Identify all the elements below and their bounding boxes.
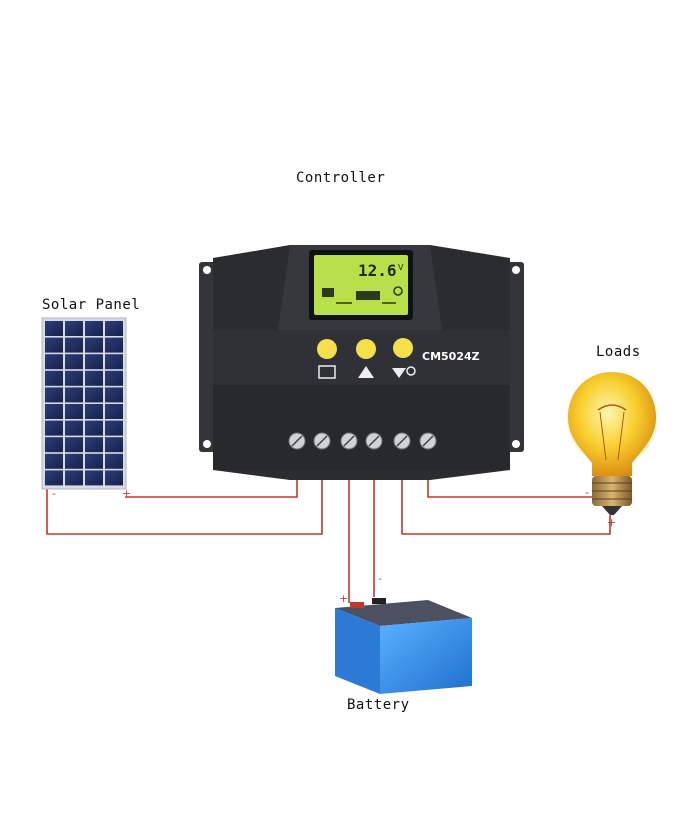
- solar-negative-wire: [46, 478, 323, 535]
- mount-hole: [512, 440, 520, 448]
- solar-cell: [105, 321, 123, 336]
- solar-cell: [65, 354, 83, 370]
- battery-positive-terminal: [350, 602, 364, 608]
- solar-cell: [85, 437, 103, 453]
- solar-cell: [45, 370, 63, 386]
- solar-cell: [45, 420, 63, 436]
- center-button[interactable]: [356, 339, 376, 359]
- solar-cell: [85, 470, 103, 486]
- solar-cell: [85, 404, 103, 419]
- battery-negative-sign: -: [378, 572, 382, 585]
- lcd-voltage: 12.6: [358, 261, 397, 280]
- model-number: CM5024Z: [422, 350, 480, 363]
- loads-label: Loads: [596, 344, 641, 360]
- solar-cell: [65, 321, 83, 336]
- terminal-slot: [396, 435, 408, 447]
- solar-cell: [85, 420, 103, 436]
- battery: [335, 598, 472, 694]
- solar-positive-sign: +: [122, 487, 131, 500]
- solar-cell: [65, 470, 83, 486]
- solar-cell: [105, 420, 123, 436]
- terminal-slot: [368, 435, 380, 447]
- solar-positive-wire: [125, 478, 298, 498]
- solar-cell: [65, 387, 83, 403]
- solar-cell: [105, 354, 123, 370]
- battery-negative-terminal: [372, 598, 386, 604]
- solar-cell: [45, 470, 63, 486]
- solar-cell: [105, 470, 123, 486]
- mode-icon: [318, 365, 336, 379]
- light-bulb: [567, 372, 657, 515]
- load-negative-wire: [427, 478, 596, 498]
- solar-cell: [65, 370, 83, 386]
- battery-top: [335, 600, 472, 626]
- lcd-unit: V: [398, 263, 404, 272]
- load-positive-sign: +: [607, 516, 616, 529]
- mount-hole: [203, 266, 211, 274]
- up-icon: [358, 366, 374, 378]
- solar-cell: [105, 404, 123, 419]
- terminal-slot: [422, 435, 434, 447]
- lcd-bulb-icon: [393, 286, 403, 296]
- solar-cell: [105, 337, 123, 353]
- solar-cell: [65, 420, 83, 436]
- bulb-base-threads: [592, 482, 632, 500]
- solar-cell: [85, 370, 103, 386]
- terminal-panel: [213, 385, 510, 470]
- solar-cell: [65, 437, 83, 453]
- lcd-solar-icon: [322, 288, 334, 297]
- solar-cell: [85, 321, 103, 336]
- solar-cell: [105, 370, 123, 386]
- solar-cell: [85, 354, 103, 370]
- load-positive-wire: [401, 478, 611, 535]
- load-negative-sign: -: [585, 486, 589, 499]
- terminal-slot: [343, 435, 355, 447]
- terminal-block: [288, 432, 437, 450]
- solar-cell: [45, 337, 63, 353]
- solar-cell: [45, 453, 63, 469]
- solar-cell: [45, 437, 63, 453]
- battery-positive-sign: +: [339, 592, 348, 605]
- solar-cell: [85, 337, 103, 353]
- terminal-slot: [316, 435, 328, 447]
- right-button[interactable]: [393, 338, 413, 358]
- load-switch-icon: [392, 368, 406, 378]
- mount-hole: [203, 440, 211, 448]
- solar-cell: [45, 354, 63, 370]
- solar-cell: [45, 387, 63, 403]
- solar-panel: [41, 317, 127, 490]
- battery-front: [380, 618, 472, 694]
- solar-cell: [105, 437, 123, 453]
- solar-cell: [65, 337, 83, 353]
- terminal-slot: [291, 435, 303, 447]
- solar-panel-label: Solar Panel: [42, 297, 141, 313]
- solar-cell: [45, 321, 63, 336]
- solar-cell: [105, 387, 123, 403]
- solar-negative-sign: -: [52, 487, 56, 500]
- solar-cell: [85, 453, 103, 469]
- solar-cell: [65, 453, 83, 469]
- solar-cell: [85, 387, 103, 403]
- controller-label: Controller: [296, 170, 386, 186]
- solar-cells: [45, 321, 123, 486]
- bulb-contact: [602, 506, 622, 515]
- left-button[interactable]: [317, 339, 337, 359]
- bulb-filament-support: [599, 411, 625, 461]
- wires: [46, 478, 611, 603]
- solar-cell: [105, 453, 123, 469]
- mount-hole: [512, 266, 520, 274]
- lcd-battery-icon: [356, 291, 380, 300]
- battery-side: [335, 608, 380, 694]
- bulb-filament: [597, 404, 627, 411]
- battery-label: Battery: [347, 697, 410, 713]
- bulb-glass: [568, 372, 656, 476]
- bulb-small-icon: [406, 366, 416, 376]
- lcd-screen: [314, 255, 408, 315]
- solar-cell: [65, 404, 83, 419]
- solar-cell: [45, 404, 63, 419]
- charge-controller: 12.6 V CM5024Z: [199, 245, 524, 480]
